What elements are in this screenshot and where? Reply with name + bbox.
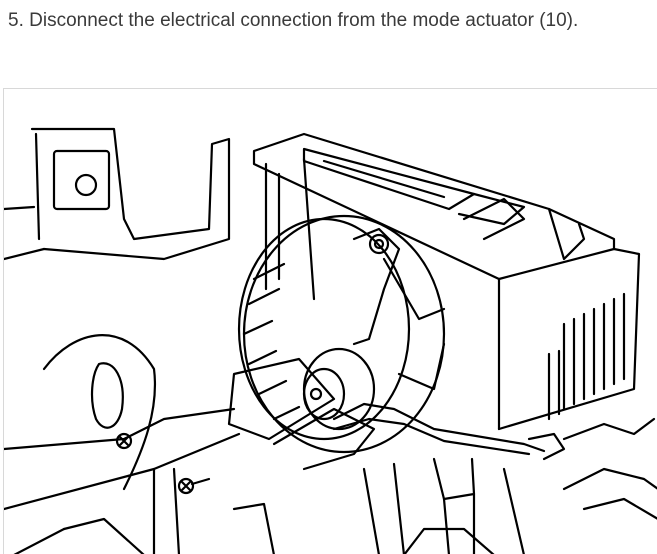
illustration-drawing <box>4 127 657 554</box>
mode-actuator-illustration <box>3 88 657 554</box>
step-instruction: 5. Disconnect the electrical connection … <box>8 10 579 31</box>
